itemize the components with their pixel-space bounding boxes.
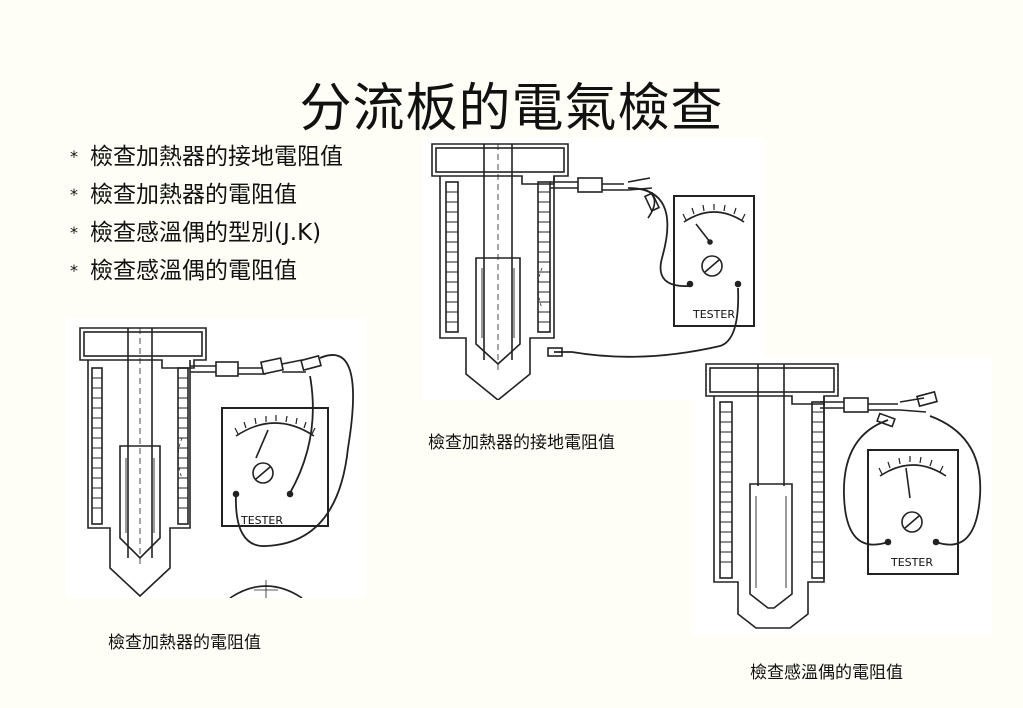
bullet-list: * 檢查加熱器的接地電阻值 * 檢查加熱器的電阻值 * 檢查感溫偶的型別(J.K) *… bbox=[70, 138, 343, 290]
caption-heater-resistance: 檢查加熱器的電阻值 bbox=[108, 633, 261, 653]
bullet-text: 檢查加熱器的接地電阻值 bbox=[90, 144, 343, 170]
figure-thermocouple-resistance: TESTER bbox=[692, 356, 992, 636]
bullet-marker: * bbox=[70, 147, 78, 166]
tester-label: TESTER bbox=[240, 514, 283, 527]
tester-label: TESTER bbox=[890, 556, 933, 569]
figure-heater-resistance: TESTER bbox=[66, 318, 366, 598]
nozzle-tester-diagram: TESTER bbox=[705, 363, 982, 629]
tester-label: TESTER bbox=[692, 308, 735, 321]
bullet-text: 檢查感溫偶的型別(J.K) bbox=[90, 220, 322, 246]
bullet-marker: * bbox=[70, 223, 78, 242]
caption-thermocouple-resistance: 檢查感溫偶的電阻值 bbox=[750, 663, 903, 683]
nozzle-tester-diagram: TESTER bbox=[79, 327, 354, 598]
bullet-marker: * bbox=[70, 261, 78, 280]
bullet-item: * 檢查感溫偶的電阻值 bbox=[70, 252, 343, 290]
bullet-item: * 檢查加熱器的電阻值 bbox=[70, 176, 343, 214]
bullet-text: 檢查感溫偶的電阻值 bbox=[90, 258, 297, 284]
slide-title: 分流板的電氣檢查 bbox=[299, 79, 724, 139]
bullet-text: 檢查加熱器的電阻值 bbox=[90, 182, 297, 208]
bullet-marker: * bbox=[70, 185, 78, 204]
bullet-item: * 檢查感溫偶的型別(J.K) bbox=[70, 214, 343, 252]
caption-heater-ground-resistance: 檢查加熱器的接地電阻值 bbox=[428, 433, 615, 453]
nozzle-tester-diagram: TESTER bbox=[431, 143, 755, 400]
bullet-item: * 檢查加熱器的接地電阻值 bbox=[70, 138, 343, 176]
